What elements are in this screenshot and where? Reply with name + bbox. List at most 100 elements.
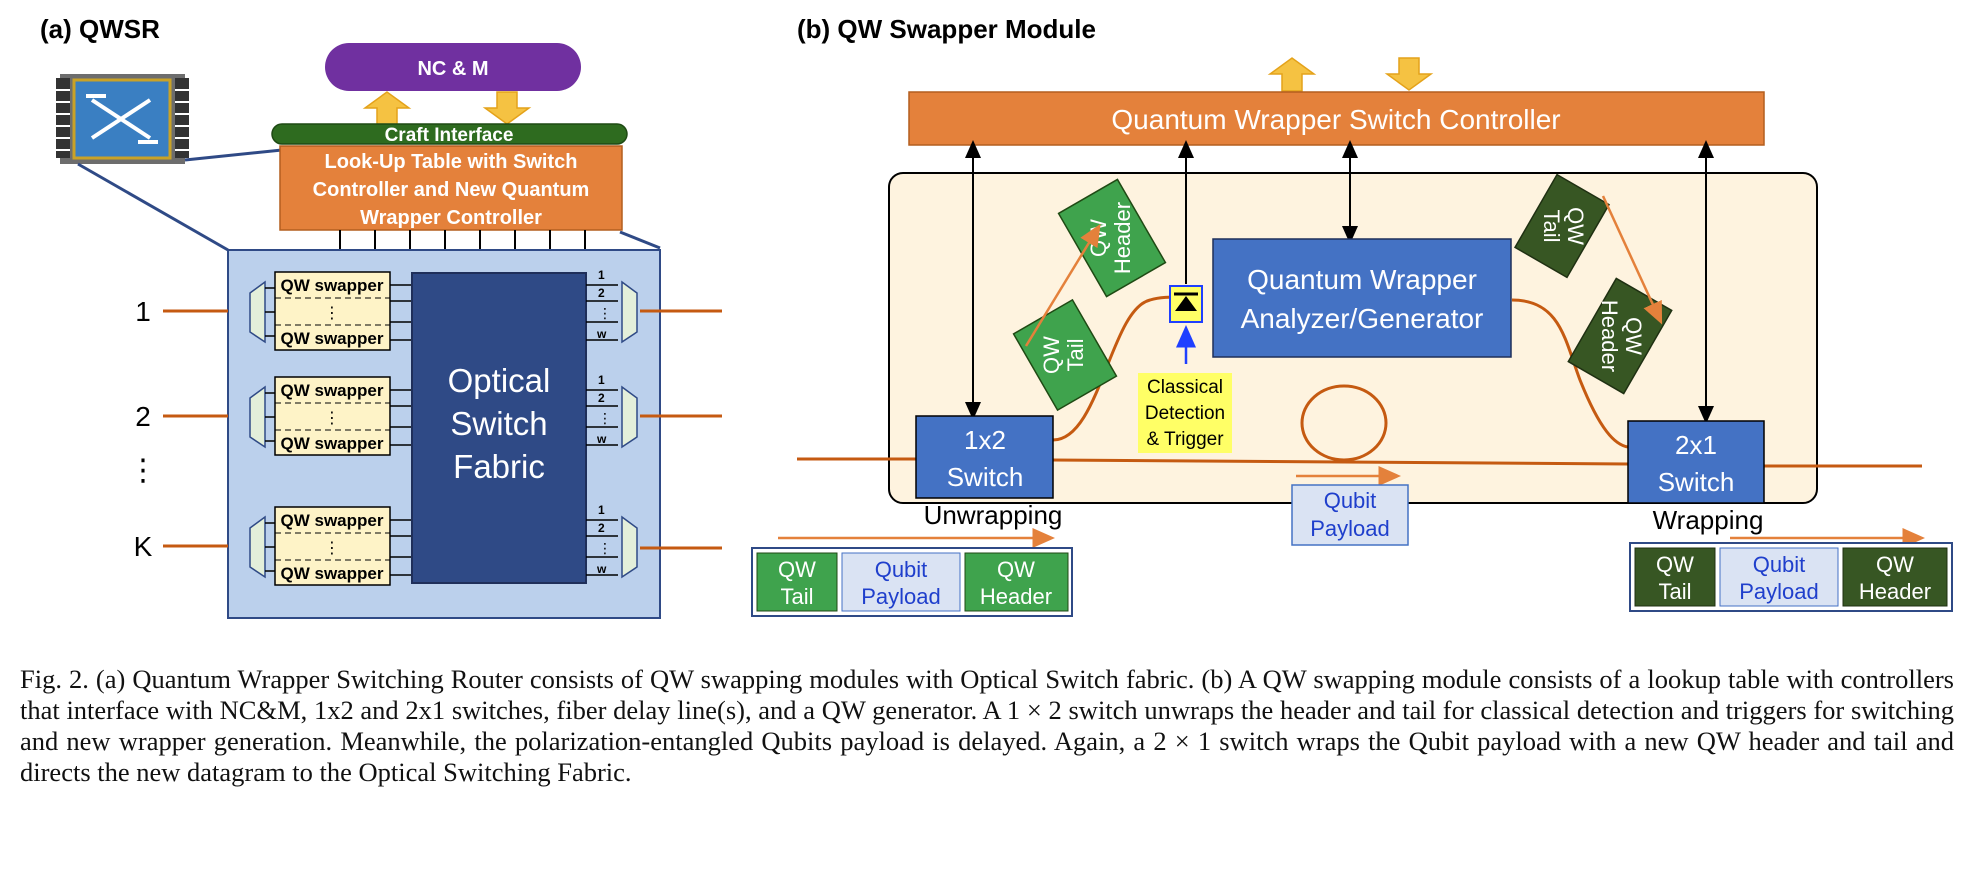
analyzer-line-1: Quantum Wrapper <box>1247 264 1477 295</box>
port-label-2: 2 <box>135 401 151 432</box>
tile-text: QW <box>1563 207 1588 245</box>
unwrapping-label: Unwrapping <box>924 500 1063 530</box>
fiber-branch-unwrap <box>1052 295 1184 442</box>
port-label-1: 1 <box>135 296 151 327</box>
output-port-group-2: 1 2 ⋮ w <box>586 373 638 449</box>
lookup-table-line-3: Wrapper Controller <box>360 207 542 229</box>
ncm-down-arrow <box>482 91 532 125</box>
detection-line-1: Classical <box>1147 377 1223 398</box>
packet-text: Header <box>1859 579 1931 604</box>
packet-text: Qubit <box>1753 552 1806 577</box>
switch-1x2-line-1: 1x2 <box>964 425 1006 455</box>
output-port-number: w <box>596 562 607 576</box>
output-port-number: 1 <box>598 503 605 517</box>
craft-interface-bar <box>271 123 628 145</box>
output-port-number: 1 <box>598 373 605 387</box>
unwrap-direction-arrow <box>1024 223 1101 347</box>
switch-1x2-line-2: Switch <box>947 462 1024 492</box>
switch-2x1 <box>1627 420 1765 504</box>
packet-text: QW <box>778 557 816 582</box>
output-port-number: w <box>596 432 607 446</box>
switch-2x1-line-1: 2x1 <box>1675 430 1717 460</box>
fabric-line-2: Switch <box>450 405 547 442</box>
swapper-ellipsis: ⋮ <box>324 410 340 427</box>
output-port-number: 1 <box>598 268 605 282</box>
zoom-line-right <box>619 230 661 250</box>
output-port-number: 2 <box>598 521 605 535</box>
packet-text: Header <box>980 584 1052 609</box>
fabric-line-1: Optical <box>448 362 551 399</box>
qubit-payload-delayed <box>1291 484 1409 546</box>
figure-caption: Fig. 2. (a) Quantum Wrapper Switching Ro… <box>20 664 1954 787</box>
output-fibers <box>640 309 722 550</box>
swapper-ellipsis: ⋮ <box>324 540 340 557</box>
payload-line-1: Qubit <box>1324 488 1377 513</box>
lookup-table-box <box>279 145 623 231</box>
photodetector-icon <box>1169 285 1203 323</box>
detection-line-3: & Trigger <box>1146 429 1224 450</box>
tile-text: Tail <box>1539 209 1564 242</box>
qw-switch-controller-label: Quantum Wrapper Switch Controller <box>1111 104 1560 135</box>
port-label-k: K <box>134 531 153 562</box>
fiber-branch-wrap <box>1511 298 1629 449</box>
packet-text: Payload <box>861 584 941 609</box>
tile-text: QW <box>1621 317 1646 355</box>
panel-a-title: (a) QWSR <box>40 14 160 44</box>
optical-switch-fabric <box>411 272 587 584</box>
fabric-line-3: Fabric <box>453 448 545 485</box>
lookup-table-line-1: Look-Up Table with Switch <box>325 151 578 173</box>
output-port-ellipsis: ⋮ <box>598 305 612 321</box>
output-port-number: w <box>596 327 607 341</box>
packet-text: Tail <box>1658 579 1691 604</box>
detection-label-bg <box>1138 373 1232 453</box>
port-ellipsis: ⋮ <box>128 454 158 487</box>
packet-text: Qubit <box>875 557 928 582</box>
packet-text: Payload <box>1739 579 1819 604</box>
outgoing-packet: QW Tail Qubit Payload QW Header <box>1629 542 1953 612</box>
output-port-ellipsis: ⋮ <box>598 410 612 426</box>
qw-tail-tile-wrapping: QW Tail <box>1513 173 1611 279</box>
output-port-number: 2 <box>598 286 605 300</box>
analyzer-line-2: Analyzer/Generator <box>1241 303 1484 334</box>
detection-line-2: Detection <box>1145 403 1225 424</box>
wrap-direction-arrow <box>1601 195 1663 325</box>
output-port-number: 2 <box>598 391 605 405</box>
tile-text: Header <box>1110 202 1135 274</box>
incoming-packet: QW Tail Qubit Payload QW Header <box>751 547 1073 617</box>
packet-text: Tail <box>780 584 813 609</box>
swapper-label: QW swapper <box>281 381 384 400</box>
tile-text: QW <box>1039 336 1064 374</box>
swapper-group-2: QW swapper ⋮ QW swapper <box>249 376 412 456</box>
swapper-label: QW swapper <box>281 511 384 530</box>
ncm-box <box>325 43 581 91</box>
swapper-label: QW swapper <box>281 564 384 583</box>
swapper-ellipsis: ⋮ <box>324 305 340 322</box>
zoom-line-top <box>184 148 283 162</box>
tile-text: Tail <box>1063 338 1088 371</box>
fiber-delay-loop <box>1300 384 1388 462</box>
controller-down-arrow <box>1384 57 1434 91</box>
swapper-group-3: QW swapper ⋮ QW swapper <box>249 506 412 586</box>
swapper-label: QW swapper <box>281 276 384 295</box>
lookup-table-line-2: Controller and New Quantum <box>313 179 590 201</box>
swapper-label: QW swapper <box>281 434 384 453</box>
packet-text: QW <box>1656 552 1694 577</box>
ncm-up-arrow <box>362 91 412 126</box>
qw-switch-controller <box>908 91 1765 146</box>
router-icon <box>56 74 189 164</box>
qw-analyzer-generator <box>1212 238 1512 358</box>
output-port-group-1: 1 2 ⋮ w <box>586 268 638 344</box>
swapper-label: QW swapper <box>281 329 384 348</box>
swapper-group-1: QW swapper ⋮ QW swapper <box>249 271 412 351</box>
fiber-delay-line <box>1051 458 1629 466</box>
tile-text: QW <box>1086 219 1111 257</box>
wrapping-label: Wrapping <box>1653 505 1764 535</box>
zoom-line-bottom <box>77 162 229 252</box>
input-fibers <box>163 309 228 548</box>
switch-1x2 <box>915 415 1054 499</box>
qw-tail-tile-unwrapped: QW Tail <box>1012 298 1118 412</box>
switch-2x1-line-2: Switch <box>1658 467 1735 497</box>
controller-connectors <box>339 230 586 250</box>
ncm-label: NC & M <box>417 58 488 80</box>
controller-up-arrow <box>1267 57 1317 92</box>
